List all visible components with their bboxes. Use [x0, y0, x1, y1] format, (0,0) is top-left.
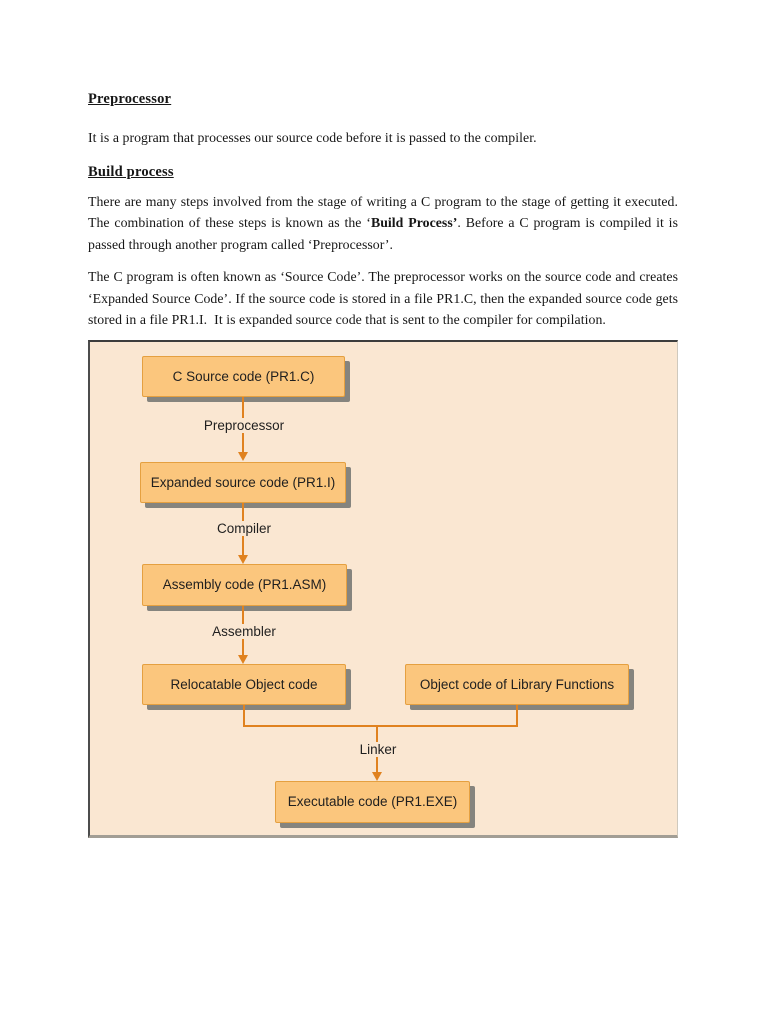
build-process-diagram: C Source code (PR1.C) Preprocessor Expan…: [88, 339, 678, 838]
arrowhead-preprocessor: [238, 451, 248, 461]
arrowhead-assembler: [238, 654, 248, 664]
paragraph-preprocessor-intro: It is a program that processes our sourc…: [88, 130, 537, 145]
diagram-box-executable-code: Executable code (PR1.EXE): [275, 780, 470, 823]
heading-preprocessor: Preprocessor: [88, 91, 172, 107]
connector-from-library: [516, 704, 518, 727]
diagram-box-assembly-code: Assembly code (PR1.ASM): [142, 563, 347, 606]
build-text-bold: Build Process’: [370, 215, 458, 230]
flow-label-preprocessor: Preprocessor: [198, 417, 290, 433]
arrowhead-linker: [372, 771, 382, 781]
document-page: Preprocessor It is a program that proces…: [88, 0, 678, 838]
arrowhead-compiler: [238, 554, 248, 564]
paragraph-build-process: There are many steps involved from the s…: [88, 191, 678, 256]
flow-label-assembler: Assembler: [207, 623, 281, 639]
heading-build-process: Build process: [88, 163, 174, 180]
build-text-before: There are many steps involved from the s…: [88, 193, 678, 231]
build-text-after: . Before a C program is compiled it is p…: [88, 215, 678, 252]
paragraph-source-code: The C program is often known as ‘Source …: [88, 269, 678, 327]
diagram-box-expanded-source-code: Expanded source code (PR1.I): [140, 461, 346, 503]
diagram-box-relocatable-object-code: Relocatable Object code: [142, 663, 346, 705]
connector-merge-line: [243, 724, 518, 727]
diagram-box-library-object-code: Object code of Library Functions: [405, 663, 629, 705]
connector-from-relocatable: [243, 704, 245, 727]
flow-label-compiler: Compiler: [211, 520, 277, 536]
diagram-box-c-source-code: C Source code (PR1.C): [142, 355, 345, 397]
flow-label-linker: Linker: [354, 741, 402, 757]
